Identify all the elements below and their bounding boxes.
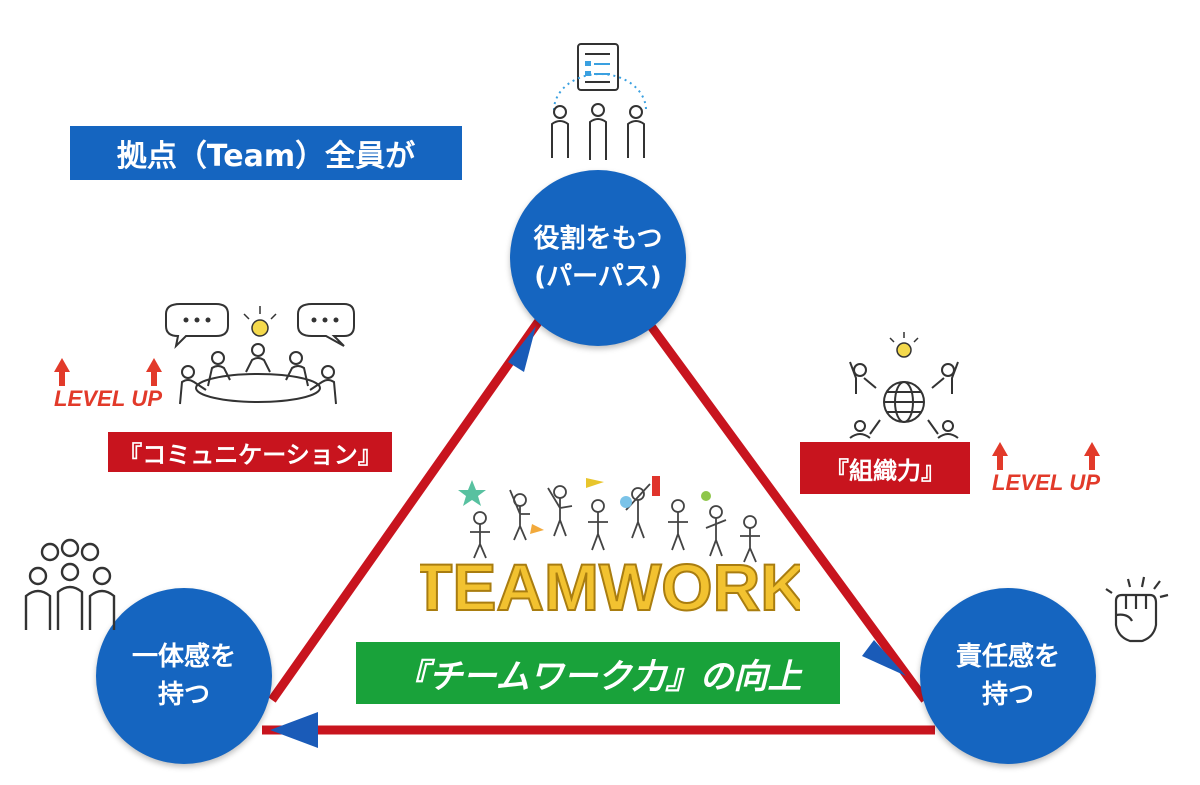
arrow-top-to-right <box>644 319 929 703</box>
level-up-text-right: LEVEL UP <box>992 470 1100 495</box>
page-title: 拠点（Team）全員が <box>70 126 462 180</box>
raised-fist-icon <box>1105 576 1169 643</box>
label-communication-text: 『コミュニケーション』 <box>118 440 382 469</box>
label-teamwork-power-text: 『チームワーク力』の向上 <box>394 656 802 697</box>
node-responsibility-line1: 責任感を <box>955 642 1060 672</box>
node-responsibility: 責任感を 持つ <box>920 588 1096 764</box>
team-purpose-icon <box>551 43 647 160</box>
arrowhead-left <box>270 712 318 748</box>
communication-meeting-icon <box>165 303 355 405</box>
arrow-left-to-top <box>268 305 552 703</box>
node-unity: 一体感を 持つ <box>96 588 272 764</box>
level-up-arrow-icon: LEVEL UP <box>54 358 162 411</box>
teamwork-word: TEAMWORK <box>420 550 800 624</box>
page-title-text: 拠点（Team）全員が <box>116 139 416 174</box>
node-purpose-line2: (パーパス) <box>534 262 662 292</box>
label-organization: 『組織力』 <box>800 442 970 494</box>
label-communication: 『コミュニケーション』 <box>108 432 392 472</box>
node-purpose-line1: 役割をもつ <box>533 224 663 254</box>
level-up-arrow-icon-right: LEVEL UP <box>992 442 1100 495</box>
group-people-icon <box>24 538 116 630</box>
arrowhead-up <box>508 326 536 372</box>
node-responsibility-line2: 持つ <box>981 680 1034 710</box>
level-up-text: LEVEL UP <box>54 386 162 411</box>
label-organization-text: 『組織力』 <box>825 456 945 485</box>
global-organization-icon <box>849 332 959 439</box>
arrowhead-down <box>862 640 906 676</box>
label-teamwork-power: 『チームワーク力』の向上 <box>356 642 840 704</box>
node-purpose: 役割をもつ (パーパス) <box>510 170 686 346</box>
node-unity-line2: 持つ <box>157 680 210 710</box>
teamwork-illustration: TEAMWORK <box>420 476 800 625</box>
node-unity-line1: 一体感を <box>131 642 236 672</box>
